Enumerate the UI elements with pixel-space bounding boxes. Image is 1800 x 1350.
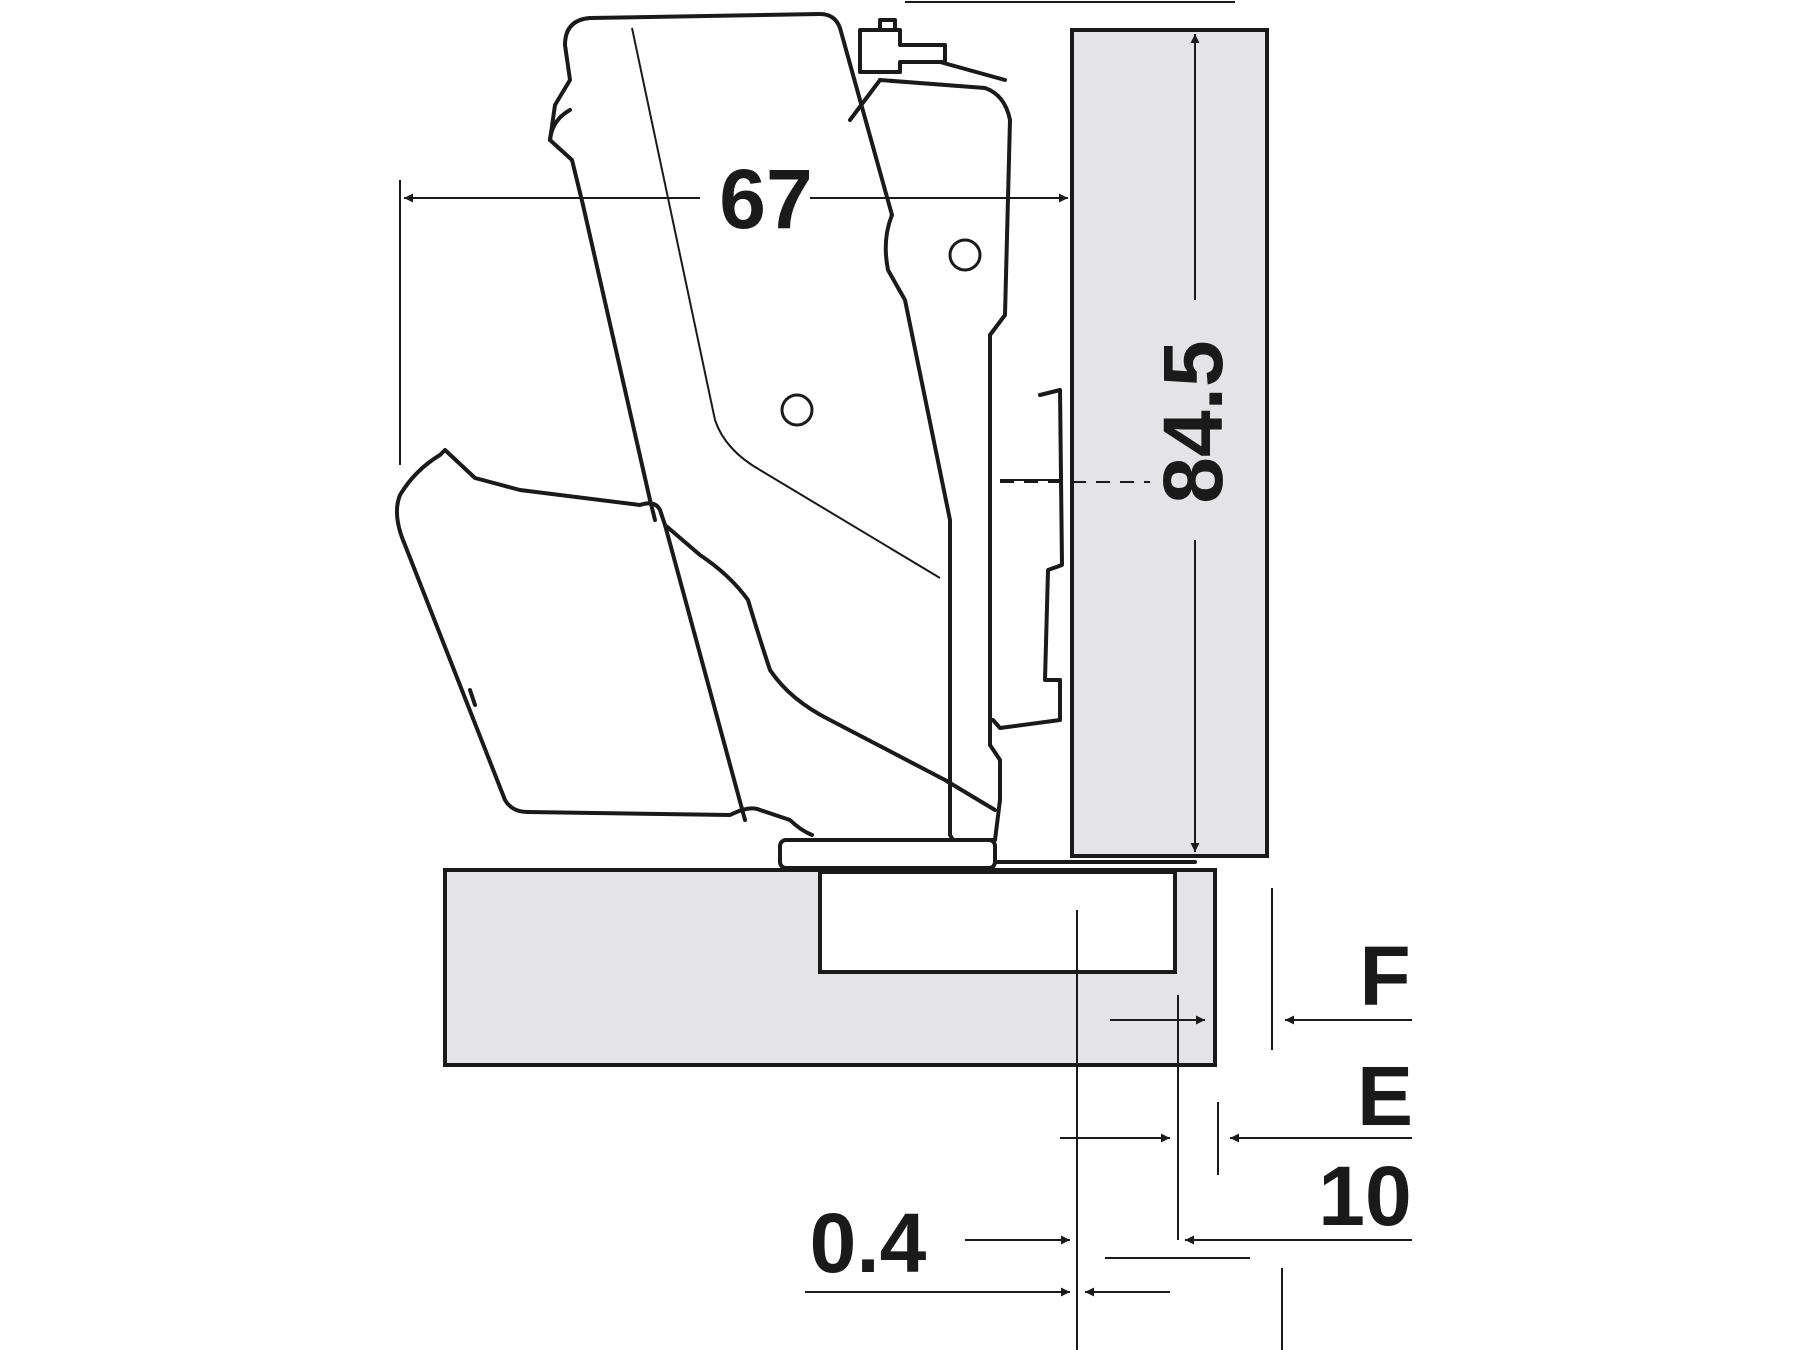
dim-0-4-label: 0.4 <box>810 1196 927 1290</box>
mounting-plate-recess <box>818 870 1177 974</box>
screw-hole-upper <box>948 238 982 272</box>
dim-e-label: E <box>1357 1049 1413 1143</box>
dim-67-label: 67 <box>719 152 812 246</box>
dim-f-label: F <box>1359 929 1410 1023</box>
door-panel <box>1070 28 1269 858</box>
dim-10-label: 10 <box>1318 1149 1411 1243</box>
hinge-cup <box>394 448 997 837</box>
hinge-arm <box>548 12 1012 842</box>
hinge-base-plate <box>778 838 997 870</box>
dim-84-5-label: 84.5 <box>1146 340 1240 504</box>
screw-hole-lower <box>780 393 814 427</box>
adjustment-screw <box>858 28 947 74</box>
